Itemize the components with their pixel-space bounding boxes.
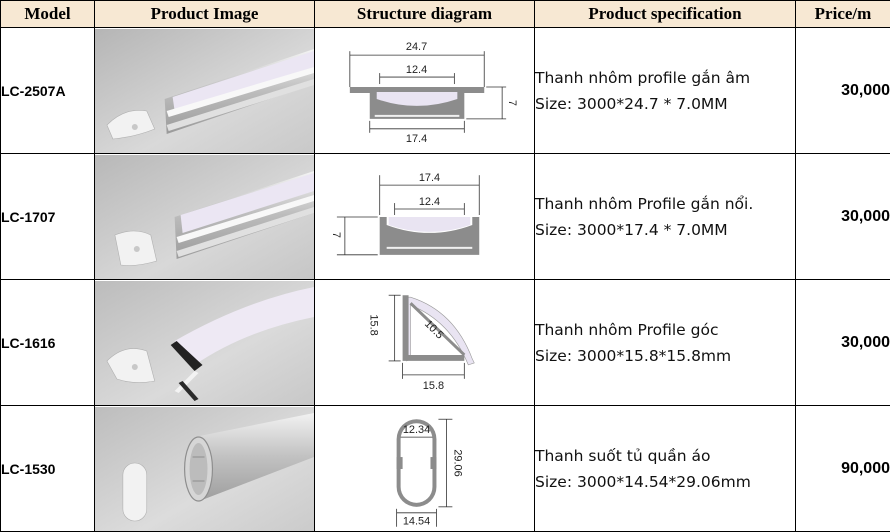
- spec-size: Size: 3000*15.8*15.8mm: [535, 343, 795, 369]
- spec-cell: Thanh nhôm profile gắn âm Size: 3000*24.…: [535, 28, 796, 154]
- price-cell: 30,000: [796, 280, 890, 406]
- dim-top: 17.4: [419, 172, 440, 184]
- spec-cell: Thanh suốt tủ quần áo Size: 3000*14.54*2…: [535, 406, 796, 532]
- header-product-specification: Product specification: [535, 1, 796, 28]
- structure-diagram-cell: 17.4 12.4 7: [315, 154, 535, 280]
- table-row: LC-1707: [1, 154, 890, 280]
- dim-height: 29.06: [451, 449, 463, 476]
- model-cell: LC-2507A: [1, 28, 95, 154]
- dim-inner: 12.4: [406, 64, 427, 76]
- structure-diagram-cell: 15.8 10.5 15.8: [315, 280, 535, 406]
- spec-cell: Thanh nhôm Profile gắn nổi. Size: 3000*1…: [535, 154, 796, 280]
- product-image-cell: [95, 154, 315, 280]
- structure-diagram-corner: 15.8 10.5 15.8: [315, 281, 534, 405]
- header-row: Model Product Image Structure diagram Pr…: [1, 1, 890, 28]
- header-structure-diagram: Structure diagram: [315, 1, 535, 28]
- spec-cell: Thanh nhôm Profile góc Size: 3000*15.8*1…: [535, 280, 796, 406]
- spec-size: Size: 3000*24.7 * 7.0MM: [535, 91, 795, 117]
- price-cell: 90,000: [796, 406, 890, 532]
- header-model: Model: [1, 1, 95, 28]
- product-image-cell: [95, 406, 315, 532]
- dim-bottom: 15.8: [423, 379, 444, 391]
- table-row: LC-1530: [1, 406, 890, 532]
- spec-description: Thanh nhôm Profile gắn nổi.: [535, 191, 795, 217]
- structure-diagram-wardrobe-rail: 12.34 29.06 14.54: [315, 407, 534, 531]
- price-cell: 30,000: [796, 28, 890, 154]
- spec-description: Thanh nhôm profile gắn âm: [535, 65, 795, 91]
- dim-top: 12.34: [403, 424, 430, 436]
- header-product-image: Product Image: [95, 1, 315, 28]
- spec-size: Size: 3000*17.4 * 7.0MM: [535, 217, 795, 243]
- product-photo-wardrobe-rail: [95, 407, 314, 531]
- table-row: LC-2507A: [1, 28, 890, 154]
- product-image-cell: [95, 280, 315, 406]
- product-photo-corner-profile: [95, 281, 314, 405]
- product-photo-recessed-profile: [95, 29, 314, 153]
- price-cell: 30,000: [796, 154, 890, 280]
- header-price: Price/m: [796, 1, 890, 28]
- structure-diagram-cell: 24.7 12.4 17.4 7: [315, 28, 535, 154]
- product-image-cell: [95, 28, 315, 154]
- model-cell: LC-1530: [1, 406, 95, 532]
- structure-diagram-cell: 12.34 29.06 14.54: [315, 406, 535, 532]
- dim-inner: 12.4: [419, 196, 440, 208]
- spec-description: Thanh nhôm Profile góc: [535, 317, 795, 343]
- model-cell: LC-1616: [1, 280, 95, 406]
- product-photo-surface-profile: [95, 155, 314, 279]
- table-row: LC-1616: [1, 280, 890, 406]
- spec-description: Thanh suốt tủ quần áo: [535, 443, 795, 469]
- dim-height: 15.8: [368, 314, 380, 335]
- dim-bottom: 14.54: [403, 515, 430, 527]
- dim-top: 24.7: [406, 41, 427, 53]
- structure-diagram-surface: 17.4 12.4 7: [315, 155, 534, 279]
- dim-height: 7: [506, 99, 518, 105]
- dim-height: 7: [330, 231, 342, 237]
- dim-bottom: 17.4: [406, 132, 427, 144]
- spec-size: Size: 3000*14.54*29.06mm: [535, 469, 795, 495]
- model-cell: LC-1707: [1, 154, 95, 280]
- structure-diagram-recessed: 24.7 12.4 17.4 7: [315, 29, 534, 153]
